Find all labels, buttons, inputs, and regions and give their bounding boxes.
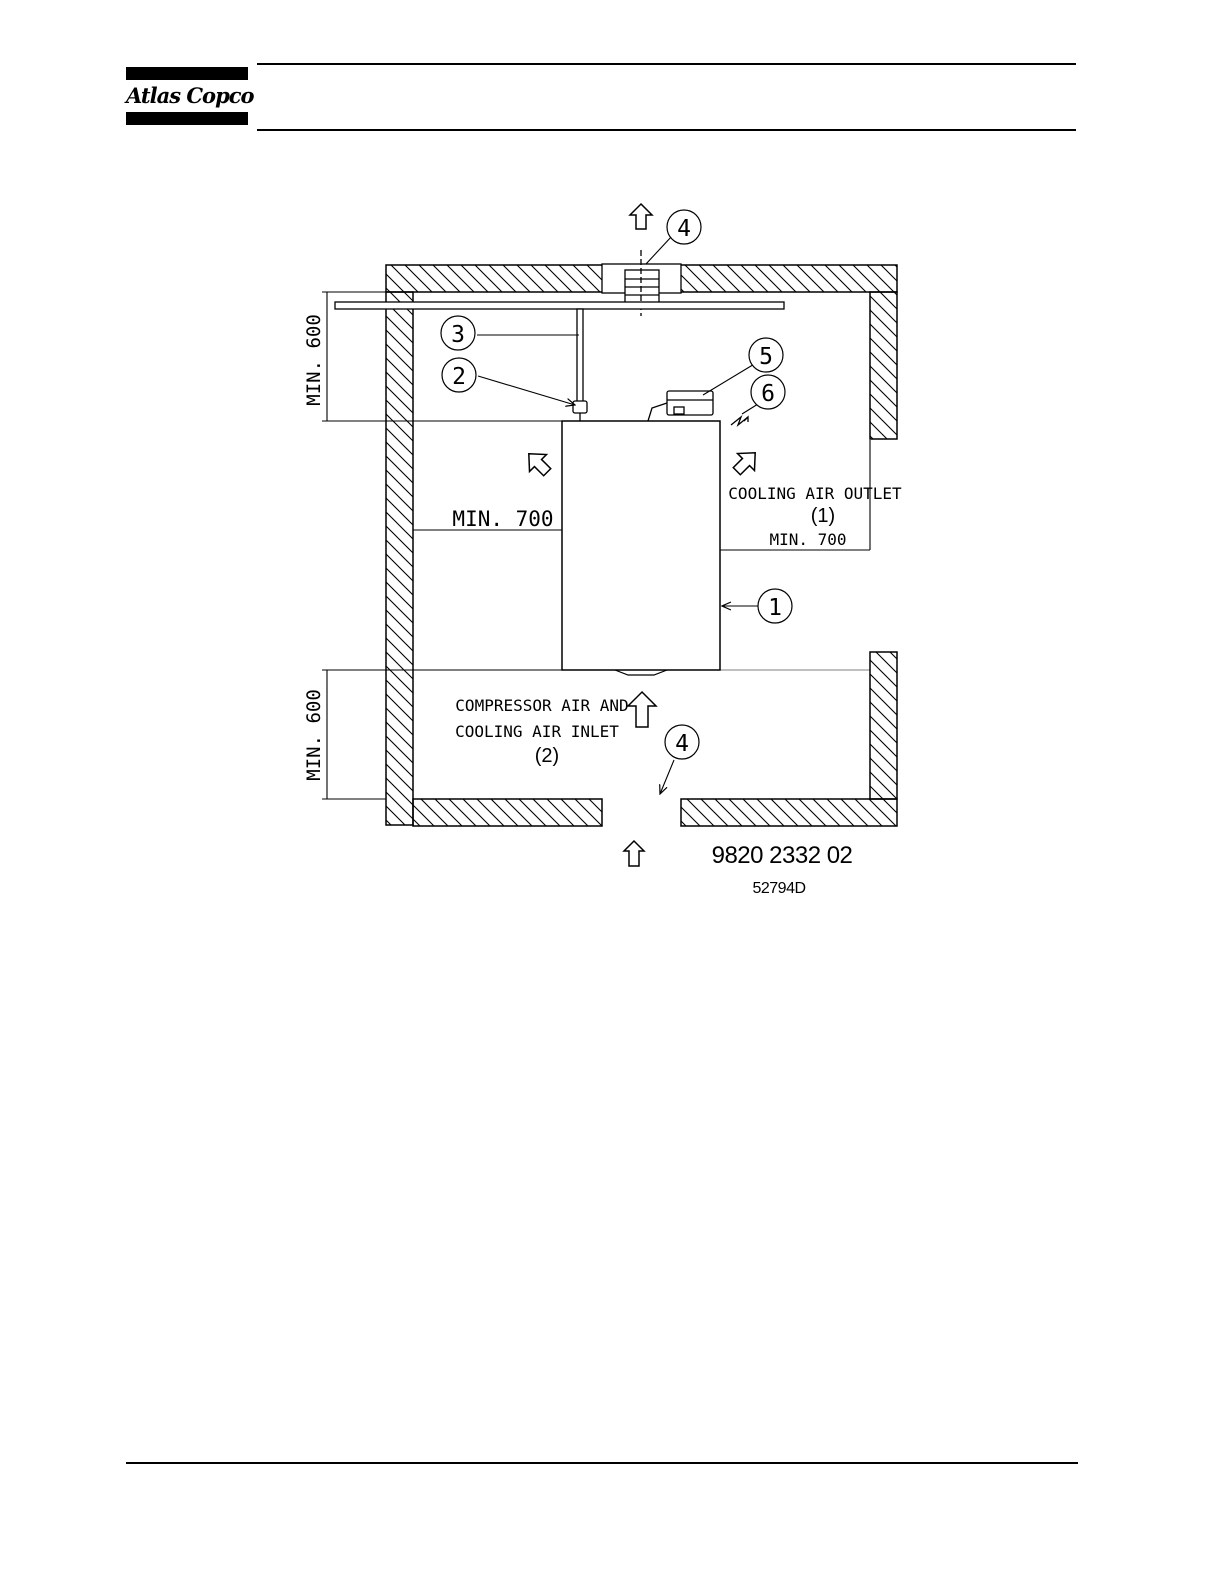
callout-3-label: 3 [451,322,465,348]
wall-bottom-right [681,799,897,826]
callout-4-top-label: 4 [677,216,691,242]
document-number: 9820 2332 02 [712,842,853,869]
callout-4-bottom-label: 4 [675,731,689,757]
callout-1-label: 1 [768,595,782,621]
drain-pipe [573,309,587,421]
callout-5-label: 5 [759,344,773,370]
drawing-id: 52794D [752,880,805,897]
inlet-ref: (2) [535,745,559,767]
arrow-outlet-right [728,444,763,479]
outlet-label: COOLING AIR OUTLET [728,484,902,503]
dim-min700-left: MIN. 700 [452,507,553,531]
dim-min700-right: MIN. 700 [769,530,846,549]
dim-min600-top: MIN. 600 [303,314,325,406]
wall-right-upper [870,292,897,439]
wall-right-lower [870,652,897,799]
arrow-inlet [628,692,656,727]
callout-2-label: 2 [452,364,466,390]
dim-min600-bottom: MIN. 600 [303,689,325,781]
callout-6-label: 6 [761,381,775,407]
electric-symbol [731,417,748,425]
wall-bottom-left [413,799,602,826]
arrow-up-bottom [624,841,644,866]
arrow-up-top [630,204,652,229]
arrow-outlet-left [520,445,555,480]
inlet-label-line2: COOLING AIR INLET [455,722,619,741]
wall-left [386,292,413,825]
compressor-unit [562,421,720,675]
air-duct [335,302,784,309]
outlet-ref: (1) [811,505,835,527]
condensate-box [648,391,713,421]
inlet-label-line1: COMPRESSOR AIR AND [455,696,628,715]
